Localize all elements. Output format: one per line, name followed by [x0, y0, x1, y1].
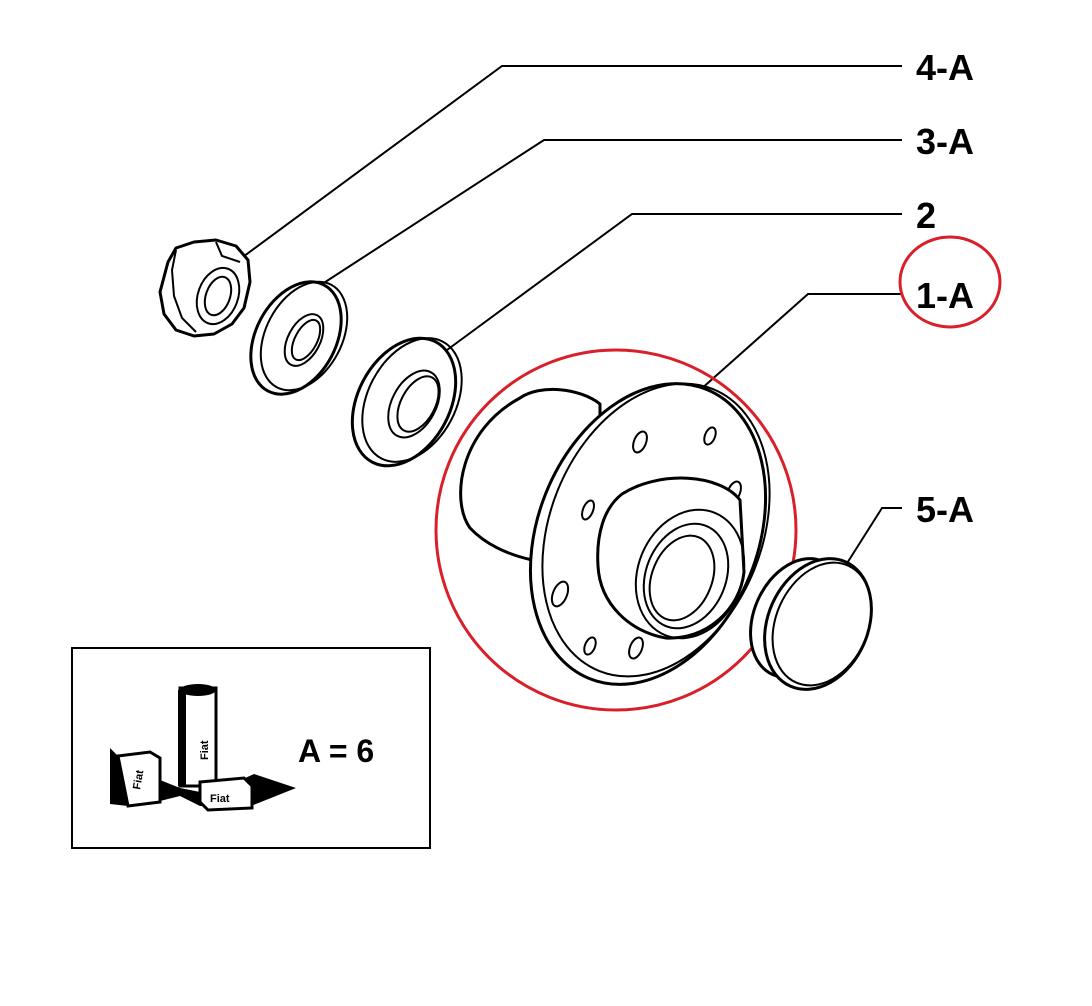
label-highlight-circle: [898, 235, 1002, 329]
callout-label-3: 3-A: [916, 121, 974, 162]
hub-highlight-circle: [434, 348, 798, 712]
legend-quantity-text: A = 6: [298, 733, 374, 769]
leader-4: [235, 65, 902, 263]
legend-frame: [71, 647, 431, 849]
callout-label-5: 5-A: [916, 489, 974, 530]
dust-cap-icon: [749, 557, 873, 691]
leader-2: [446, 213, 902, 351]
callout-label-4: 4-A: [916, 47, 974, 88]
callout-label-1: 1-A: [916, 275, 974, 316]
leader-1: [699, 293, 902, 391]
leader-5: [843, 507, 902, 569]
hex-nut-icon: [158, 238, 252, 338]
bolt-holes: [550, 426, 742, 660]
leader-3: [315, 139, 902, 289]
tube-brand-label: Fiat: [199, 740, 211, 760]
legend-box: Fiat Fiat Fiat A = 6: [71, 647, 431, 849]
washer-icon: [249, 280, 349, 396]
box-brand-label: Fiat: [131, 769, 146, 791]
pack-brand-label: Fiat: [210, 793, 230, 805]
callout-label-2: 2: [916, 195, 936, 236]
grease-products-icon: Fiat Fiat Fiat: [110, 684, 296, 812]
wheel-hub-icon: [459, 382, 771, 686]
seal-ring-icon: [350, 336, 463, 468]
leader-lines: [235, 65, 902, 569]
